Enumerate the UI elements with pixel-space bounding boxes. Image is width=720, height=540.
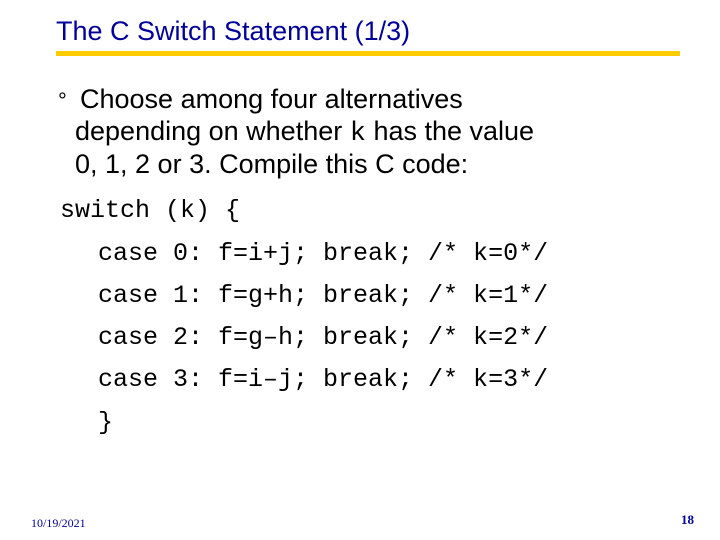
code-case-line: case 2: f=g–h; break; /* k=2*/ <box>98 323 549 352</box>
bullet-marker: ° <box>58 88 67 113</box>
bullet-line-3: 0, 1, 2 or 3. Compile this C code: <box>58 149 698 179</box>
bullet-text-1: Choose among four alternatives <box>80 84 463 114</box>
footer-date: 10/19/2021 <box>31 516 86 530</box>
bullet-text-2-pre: depending on whether <box>75 116 350 146</box>
bullet-paragraph: ° Choose among four alternatives dependin… <box>58 84 698 179</box>
bullet-text-3: 0, 1, 2 or 3. Compile this C code: <box>75 149 469 179</box>
page-number: 18 <box>681 512 694 527</box>
bullet-line-1: ° Choose among four alternatives <box>58 84 698 116</box>
inline-code-k: k <box>349 119 366 149</box>
code-case-line: case 1: f=g+h; break; /* k=1*/ <box>98 281 549 310</box>
code-case-line: case 3: f=i–j; break; /* k=3*/ <box>98 365 549 394</box>
title-underline <box>56 51 680 56</box>
code-case-line: case 0: f=i+j; break; /* k=0*/ <box>98 239 549 268</box>
code-closing-brace: } <box>98 408 114 437</box>
slide-title: The C Switch Statement (1/3) <box>56 16 411 46</box>
bullet-text-2-post: has the value <box>365 116 535 146</box>
bullet-line-2: depending on whether k has the value <box>58 116 698 149</box>
code-switch-header: switch (k) { <box>60 196 241 225</box>
